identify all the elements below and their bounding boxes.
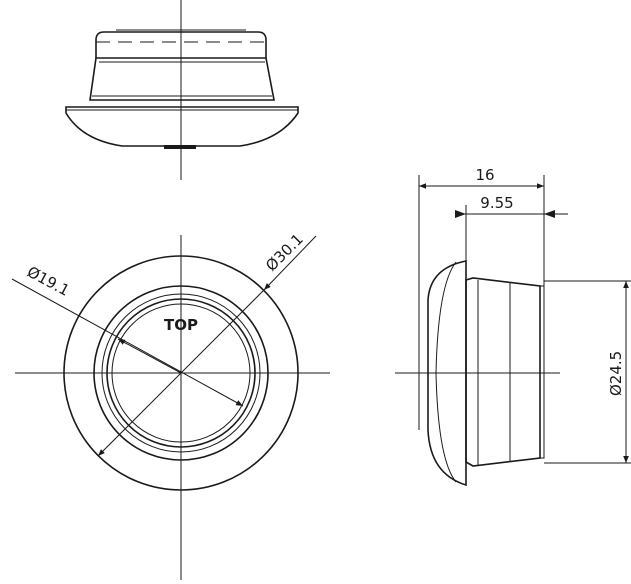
body-inner-circle [101,293,261,453]
body-diameter-label: Ø24.5 [607,351,625,396]
side-flange-outline [427,260,467,487]
dim-955-arrow-right [544,210,555,218]
side-body-cap [539,285,545,459]
body-depth-label: 9.55 [480,194,513,212]
side-body-outline [465,277,541,467]
outer-diameter-arrow [97,289,265,457]
side-view: 16 9.55 Ø24.5 [395,166,631,487]
side-flange-inner-curve [435,261,457,483]
overall-depth-label: 16 [475,166,494,184]
body-circle [93,285,269,461]
button-inner-circle [111,303,251,443]
body-outline [89,57,275,101]
inner-diameter-label: Ø19.1 [24,263,72,300]
elevation-view [65,0,299,180]
front-view: TOP Ø19.1 Ø30.1 [11,230,330,580]
inner-diameter-leader [11,278,244,407]
flange-tab [164,145,196,149]
flange-outline [65,106,299,147]
outer-diameter-leader [263,235,317,291]
cap-top-outline [95,31,267,58]
button-outer-circle [106,298,256,448]
outer-rim-circle [63,255,299,491]
dim-955-arrow-left [455,210,466,218]
inner-diameter-arrow [117,338,182,374]
top-marking-label: TOP [164,316,198,334]
